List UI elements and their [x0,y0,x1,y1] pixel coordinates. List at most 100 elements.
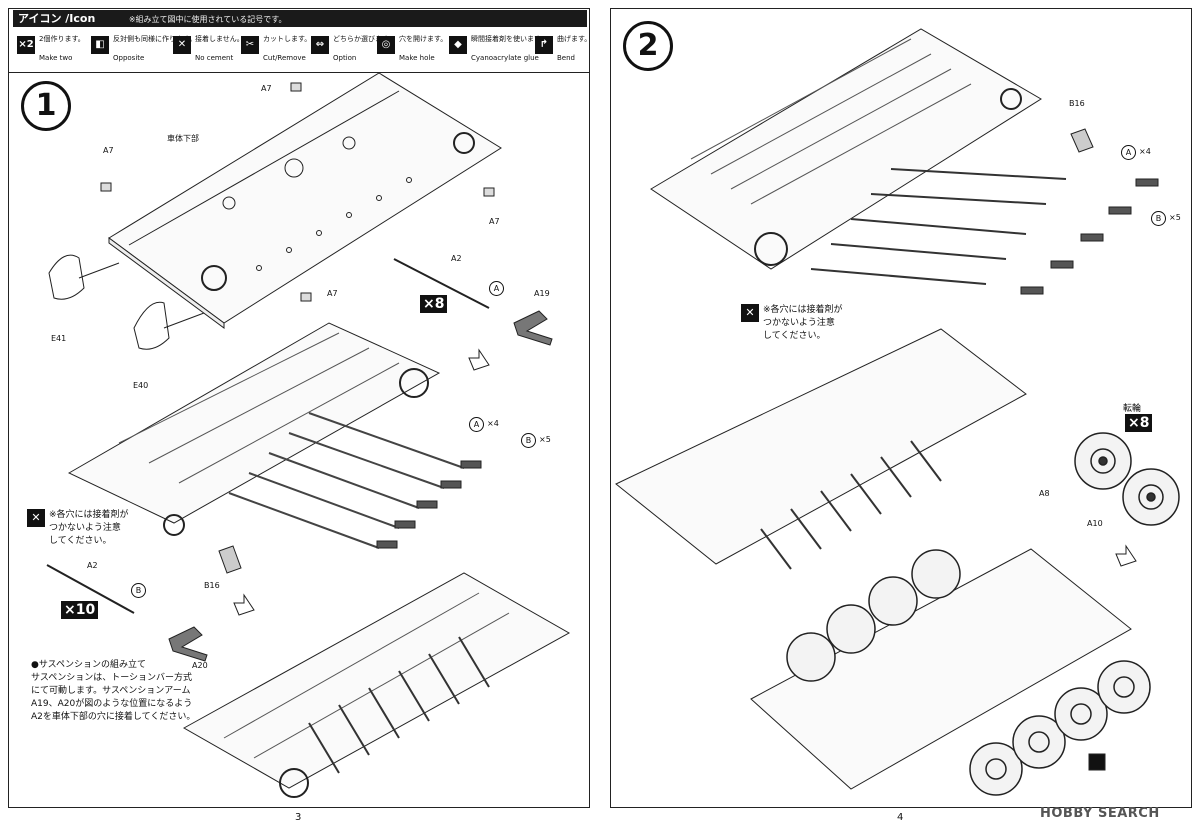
legend-opposite-en: Opposite [113,54,145,62]
torsion-bars-top [690,38,972,205]
label-a8: A8 [1039,489,1050,498]
instruction-page-left: アイコン /Icon ※組み立て図中に使用されている記号です。 ×2 2個作りま… [8,8,590,808]
suspension-arms-middle [760,440,942,570]
part-b16 [218,545,242,574]
legend-glue-en: Cyanoacrylate glue [471,54,539,62]
make-two-icon: ×2 [17,36,35,54]
icon-legend-title: アイコン /Icon [18,12,96,25]
legend-bend-jp: 曲げます。 [557,35,590,43]
step-2-diagram [615,28,1180,796]
cement-note-line-1: ※各穴には接着剤が [49,510,129,520]
lower-hull-side [108,237,225,329]
label-a20: A20 [192,661,208,670]
option-b-marker-2: B [131,583,146,598]
legend-option-jp: どちらか選びます。 [333,35,396,43]
cement-note-line-2: つかないよう注意 [49,523,121,533]
part-a2-upper [393,258,490,309]
option-a-marker-3: A [1121,145,1136,160]
quantity-badge-x8: ×8 [420,295,448,313]
instruction-page-right: 2 [610,8,1192,808]
option-b-marker-3: B [1151,211,1166,226]
cement-note2-line-3: してください。 [763,331,826,341]
icon-legend-note: ※組み立て図中に使用されている記号です。 [128,15,287,24]
page-number-left: 3 [295,812,302,823]
hull-assembled [182,572,571,789]
cement-warning-note-2: ※各穴には接着剤が つかないよう注意 してください。 [763,304,843,343]
legend-make-hole-en: Make hole [399,54,435,62]
label-b16: B16 [204,581,220,590]
qty-b-label-right: ×5 [1169,213,1181,222]
legend-opposite-jp: 反対側も同様に作ります。 [113,35,197,43]
part-e40 [133,301,170,350]
cut-icon: ✂ [241,36,259,54]
label-a7-right: A7 [489,217,500,226]
option-a-marker-1: A [489,281,504,296]
make-hole-icon: ◎ [377,36,395,54]
cement-note2-line-2: つかないよう注意 [763,318,835,328]
arrow-down-1 [468,348,490,371]
label-a2-lower: A2 [87,561,98,570]
hull-with-arms [615,328,1027,565]
legend-glue-jp: 瞬間接着剤を使います。 [471,35,548,43]
suspension-note-line-2: サスペンションは、トーションバー方式 [31,673,193,683]
step-1-number: 1 [21,81,71,131]
label-a10: A10 [1087,519,1103,528]
part-a7-bottom [300,292,312,302]
qty-b-label: ×5 [539,435,551,444]
arrow-down-3 [1115,544,1137,567]
part-a2-lower [46,564,135,614]
watermark: HOBBY SEARCH [1040,806,1160,821]
label-a7-left: A7 [103,146,114,155]
suspension-note-line-4: A19、A20が図のような位置になるよう [31,699,193,709]
legend-cut-jp: カットします。 [263,35,312,43]
legend-make-two-en: Make two [39,54,73,62]
label-lower-hull: 車体下部 [167,134,199,143]
suspension-note-line-3: にて可動します。サスペンションアーム [31,686,191,696]
no-cement-icon-right: ✕ [741,304,759,322]
part-a7-right [483,187,495,197]
arrow-down-2 [233,593,255,616]
glue-icon: ◆ [449,36,467,54]
legend-bend-en: Bend [557,54,575,62]
icon-legend: アイコン /Icon ※組み立て図中に使用されている記号です。 ×2 2個作りま… [9,9,589,73]
label-road-wheel: 転輪 [1123,404,1142,414]
opposite-icon: ◧ [91,36,109,54]
hull-with-bars [67,322,441,524]
icon-legend-title-bar: アイコン /Icon ※組み立て図中に使用されている記号です。 [13,10,587,27]
road-wheel-a10 [1122,468,1180,526]
bend-icon: ↱ [535,36,553,54]
suspension-arms-mid-dark [376,460,482,549]
option-a-marker-2: A [469,417,484,432]
opposite-icon [1088,753,1106,771]
step-2-number: 2 [623,21,673,71]
road-wheels-outer [969,660,1151,796]
cement-note2-line-1: ※各穴には接着剤が [763,305,843,315]
label-a2-upper: A2 [451,254,462,263]
label-e40: E40 [133,381,149,390]
legend-make-two-jp: 2個作ります。 [39,35,85,43]
part-a20 [168,626,208,662]
legend-cut-en: Cut/Remove [263,54,306,62]
suspension-note-line-1: ●サスペンションの組み立て [31,660,147,670]
label-a19: A19 [534,289,550,298]
legend-option-en: Option [333,54,357,62]
label-a7-bottom: A7 [327,289,338,298]
page-number-right: 4 [897,812,904,823]
qty-a-label-right: ×4 [1139,147,1151,156]
part-a7-left [100,182,112,192]
option-b-marker-1: B [521,433,536,448]
legend-no-cement-en: No cement [195,54,234,62]
part-a7-top [290,82,302,92]
suspension-arms-top [810,168,1067,285]
suspension-note-line-5: A2を車体下部の穴に接着してください。 [31,712,196,722]
label-a7-top: A7 [261,84,272,93]
qty-a-label: ×4 [487,419,499,428]
no-cement-icon: ✕ [27,509,45,527]
part-a19 [513,310,553,346]
no-cement-icon: ✕ [173,36,191,54]
assembled-arms [308,636,490,774]
legend-no-cement-jp: 接着しません。 [195,35,244,43]
hull-holes [256,177,412,271]
cement-note-line-3: してください。 [49,536,112,546]
quantity-badge-x10: ×10 [61,601,99,619]
